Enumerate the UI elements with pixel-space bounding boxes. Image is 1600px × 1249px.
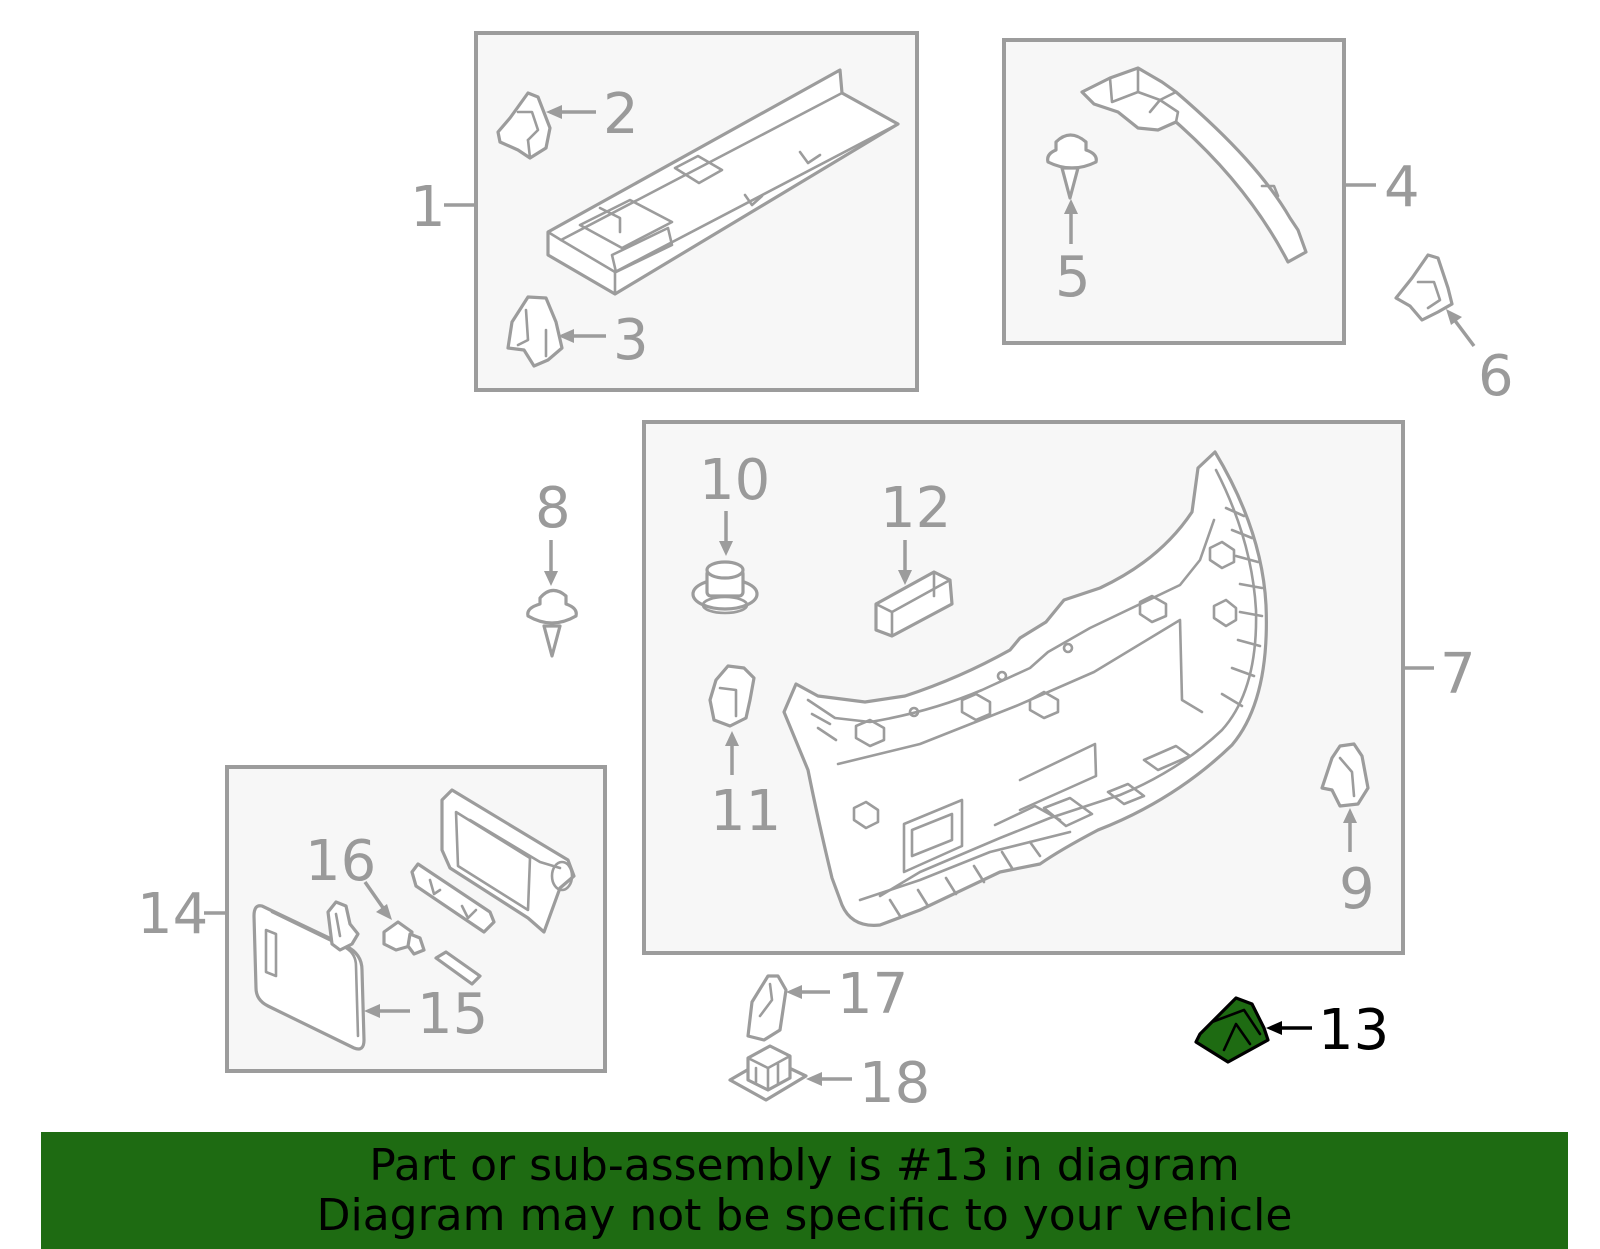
part-12-bracket[interactable] [874,570,954,638]
part-10-grommet[interactable] [691,560,759,615]
part-8-push-pin[interactable] [526,588,578,658]
callout-11[interactable]: 11 [710,779,781,844]
part-7-trim-panel[interactable] [782,450,1268,927]
callout-16[interactable]: 16 [305,829,376,894]
part-17-clip[interactable] [746,974,788,1042]
part-3-clip[interactable] [506,295,564,368]
callout-6[interactable]: 6 [1478,344,1514,409]
callout-7[interactable]: 7 [1440,642,1476,707]
banner-line-1: Part or sub-assembly is #13 in diagram [369,1139,1240,1191]
part-5-push-pin[interactable] [1046,133,1098,200]
group-box-4: 4 5 [1002,38,1420,345]
part-9-clip[interactable] [1320,742,1370,808]
group-box-14: 14 15 16 [137,765,607,1073]
callout-17[interactable]: 17 [837,962,908,1027]
callout-3[interactable]: 3 [613,308,649,373]
part-18-nut-retainer[interactable] [728,1044,808,1102]
part-6-clip[interactable] [1394,253,1454,322]
part-13-highlighted[interactable] [1194,996,1270,1064]
part-2-clip[interactable] [496,91,552,160]
callout-18[interactable]: 18 [859,1051,930,1116]
callout-15[interactable]: 15 [417,982,488,1047]
callout-5[interactable]: 5 [1055,245,1091,310]
part-11-clip[interactable] [708,664,756,728]
callout-13[interactable]: 13 [1318,998,1389,1063]
callout-4[interactable]: 4 [1384,155,1420,220]
callout-1[interactable]: 1 [410,175,446,240]
callout-12[interactable]: 12 [880,476,951,541]
notice-banner: Part or sub-assembly is #13 in diagram D… [41,1132,1568,1249]
callout-2[interactable]: 2 [603,82,639,147]
callout-9[interactable]: 9 [1339,857,1375,922]
callout-10[interactable]: 10 [699,448,770,513]
callout-14[interactable]: 14 [137,882,208,947]
part-14-connector[interactable] [410,862,496,934]
part-14-lamp-housing[interactable] [440,788,576,934]
part-4-trim-strip[interactable] [1080,66,1308,264]
group-box-7: 7 [642,420,1476,955]
banner-line-2: Diagram may not be specific to your vehi… [316,1189,1293,1241]
group-box-1: 1 2 3 [410,31,919,392]
callout-8[interactable]: 8 [535,476,571,541]
part-14-retainer-clip[interactable] [326,900,360,952]
part-1-shelf-panel[interactable] [546,68,900,296]
part-16-bulb[interactable] [382,920,482,986]
